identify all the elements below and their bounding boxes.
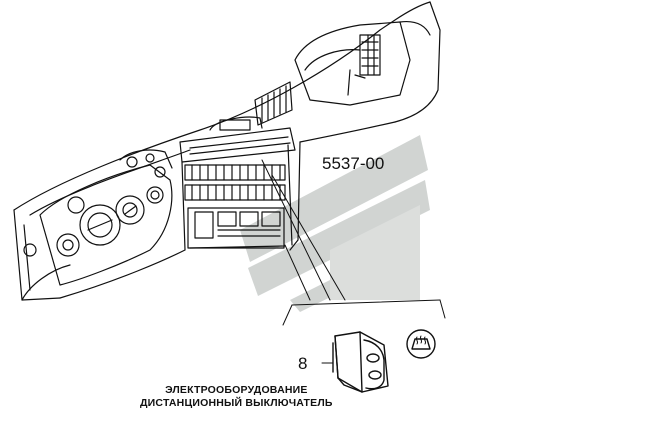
diagram-code-label: 5537-00	[322, 154, 385, 173]
defrost-vent	[254, 81, 293, 126]
heated-rear-window-icon	[406, 329, 436, 359]
cluster-hood	[119, 149, 173, 178]
radio-area	[294, 20, 431, 106]
center-vent-top	[179, 116, 296, 163]
instrument-cluster	[23, 164, 173, 286]
leader-lines	[261, 159, 446, 364]
switch-panel	[187, 207, 286, 249]
rocker-switch	[332, 331, 389, 393]
company-logo-watermark	[240, 135, 430, 312]
center-vent-grille	[181, 144, 293, 251]
caption-line-1: ЭЛЕКТРООБОРУДОВАНИЕ	[165, 384, 308, 396]
callout-number-8: 8	[298, 354, 308, 373]
caption-line-2: ДИСТАНЦИОННЫЙ ВЫКЛЮЧАТЕЛЬ	[140, 397, 333, 409]
caption: ЭЛЕКТРООБОРУДОВАНИЕ ДИСТАНЦИОННЫЙ ВЫКЛЮЧ…	[140, 384, 333, 410]
